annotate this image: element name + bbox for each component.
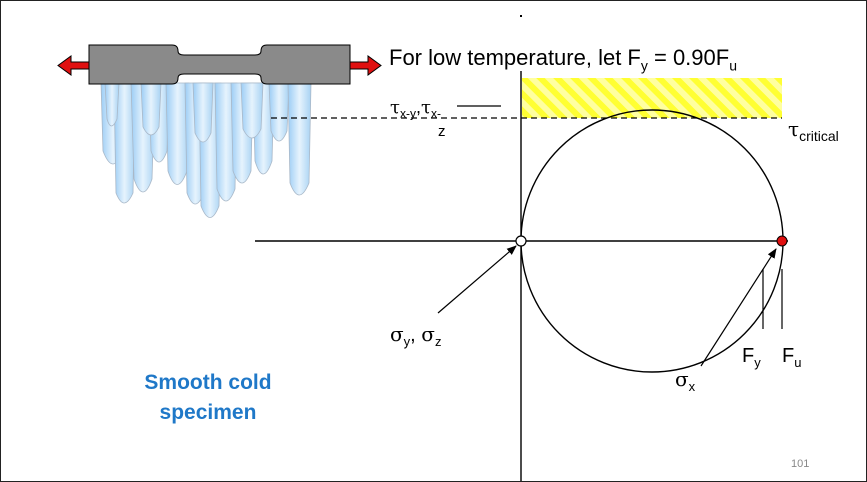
tau-critical-label: τcritical [788,117,839,144]
sigma-yz-arrow [437,245,517,314]
icicles [100,82,312,218]
specimen-bar [88,44,351,85]
left-tension-arrow [57,55,90,76]
tau-xy-label: τx-y,τx-z [390,97,446,140]
page-number: 101 [791,458,810,470]
sigma-x-arrow [700,248,777,367]
axis-top-mark [520,15,522,17]
right-tension-arrow [349,55,382,76]
fu-label: Fu [782,345,802,370]
origin-point [515,235,527,247]
fy-label: Fy [742,345,761,370]
specimen-caption: Smooth cold specimen [144,371,272,424]
hatched-region [522,78,782,118]
slide-title: For low temperature, let Fy = 0.90Fu [389,45,738,74]
fu-point [776,235,788,247]
sigma-x-label: σx [675,367,696,394]
tension-arrows [57,55,382,76]
sigma-yz-label: σy, σz [390,322,442,349]
